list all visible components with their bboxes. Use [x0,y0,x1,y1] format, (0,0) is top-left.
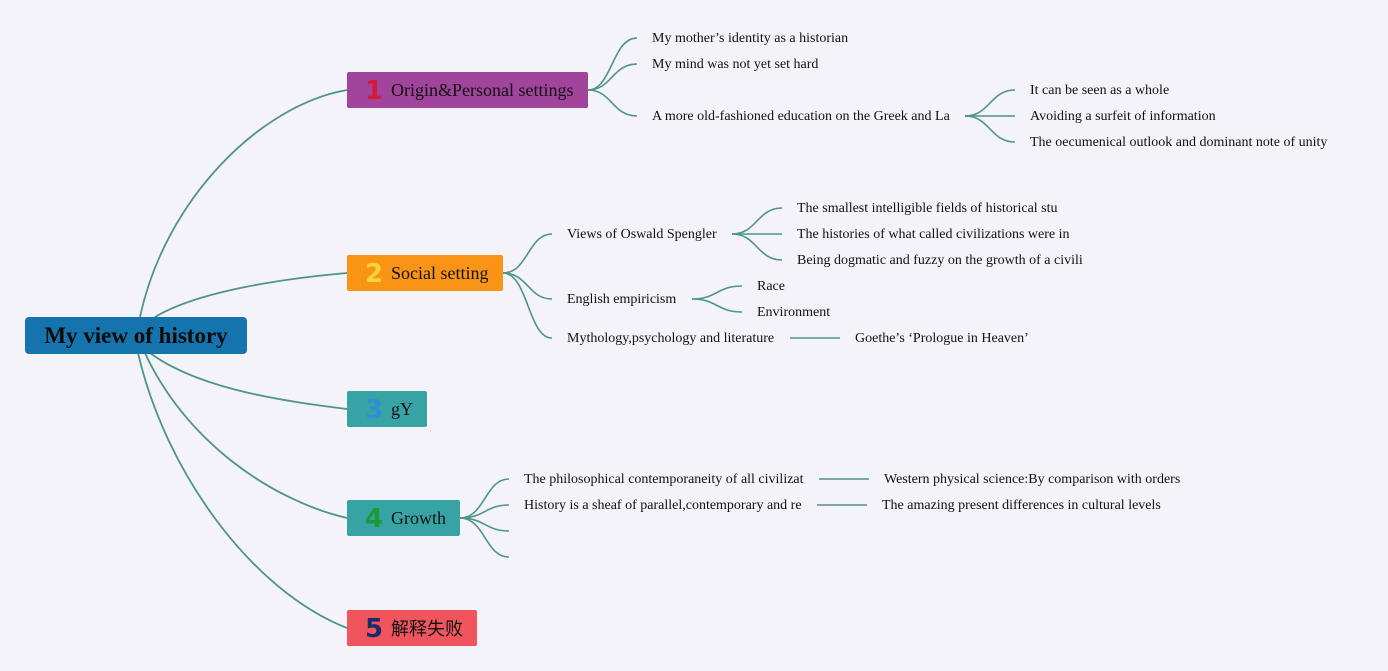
connector-t2c1-g3 [731,233,783,261]
subtopic-smallest-fields[interactable]: The smallest intelligible fields of hist… [797,201,1058,216]
topic-gy[interactable]: 3 gY [347,391,427,427]
connector-t2c2-g1 [691,285,743,300]
connector-root-topic-4 [144,352,348,519]
topic-growth[interactable]: 4 Growth [347,500,460,536]
subtopic-old-fashioned-education[interactable]: A more old-fashioned education on the Gr… [652,109,950,124]
subtopic-spengler[interactable]: Views of Oswald Spengler [567,227,717,242]
topic-explanation-failed[interactable]: 5 解释失败 [347,610,477,646]
subtopic-histories-civilizations[interactable]: The histories of what called civilizatio… [797,227,1070,242]
connector-root-topic-3 [149,352,348,410]
connector-t2c1-g1 [731,207,783,235]
connector-t1-c1 [587,37,638,91]
topic-label: Social setting [391,262,489,283]
subtopic-philosophical-contemporaneity[interactable]: The philosophical contemporaneity of all… [524,472,804,487]
subtopic-avoiding-surfeit[interactable]: Avoiding a surfeit of information [1030,109,1216,124]
root-node[interactable]: My view of history [25,317,247,354]
connector-root-topic-5 [137,352,348,629]
subtopic-english-empiricism[interactable]: English empiricism [567,292,677,307]
connector-root-topic-2 [154,272,348,318]
topic-label: gY [391,398,413,419]
subtopic-goethe-prologue[interactable]: Goethe’s ‘Prologue in Heaven’ [855,331,1029,346]
subtopic-oecumenical-outlook[interactable]: The oecumenical outlook and dominant not… [1030,135,1328,150]
topic-label: Growth [391,507,446,528]
topic-social-setting[interactable]: 2 Social setting [347,255,503,291]
number-4-icon: 4 [365,504,384,534]
connector-t2-c3 [502,272,553,339]
connector-t1c3-g3 [964,115,1016,143]
topic-label: Origin&Personal settings [391,79,574,100]
connector-t4-c4 [459,517,510,558]
subtopic-environment[interactable]: Environment [757,305,831,320]
connector-t2-c1 [502,233,553,274]
subtopic-mind-not-set[interactable]: My mind was not yet set hard [652,57,819,72]
connector-root-topic-1 [139,89,348,318]
connector-t2-c2 [502,272,553,300]
subtopic-cultural-levels[interactable]: The amazing present differences in cultu… [882,498,1161,513]
topic-label: 解释失败 [391,619,463,640]
subtopic-empty-1[interactable] [524,523,604,541]
connector-t2c2-g2 [691,298,743,313]
subtopic-dogmatic-fuzzy[interactable]: Being dogmatic and fuzzy on the growth o… [797,253,1083,268]
number-3-icon: 3 [365,395,384,425]
subtopic-sheaf-of-parallel[interactable]: History is a sheaf of parallel,contempor… [524,498,802,513]
subtopic-empty-2[interactable] [524,549,604,567]
topic-origin-personal-settings[interactable]: 1 Origin&Personal settings [347,72,588,108]
root-node-label: My view of history [44,322,228,348]
number-2-icon: 2 [365,259,384,289]
subtopic-mythology[interactable]: Mythology,psychology and literature [567,331,775,346]
subtopic-seen-as-whole[interactable]: It can be seen as a whole [1030,83,1170,98]
connector-t1-c2 [587,63,638,91]
number-5-icon: 5 [365,614,384,644]
subtopic-western-physical-science[interactable]: Western physical science:By comparison w… [884,472,1181,487]
connector-t1-c3 [587,89,638,117]
subtopic-race[interactable]: Race [757,279,785,294]
subtopic-mother-identity[interactable]: My mother’s identity as a historian [652,31,849,46]
number-1-icon: 1 [365,76,384,106]
connector-t1c3-g1 [964,89,1016,117]
